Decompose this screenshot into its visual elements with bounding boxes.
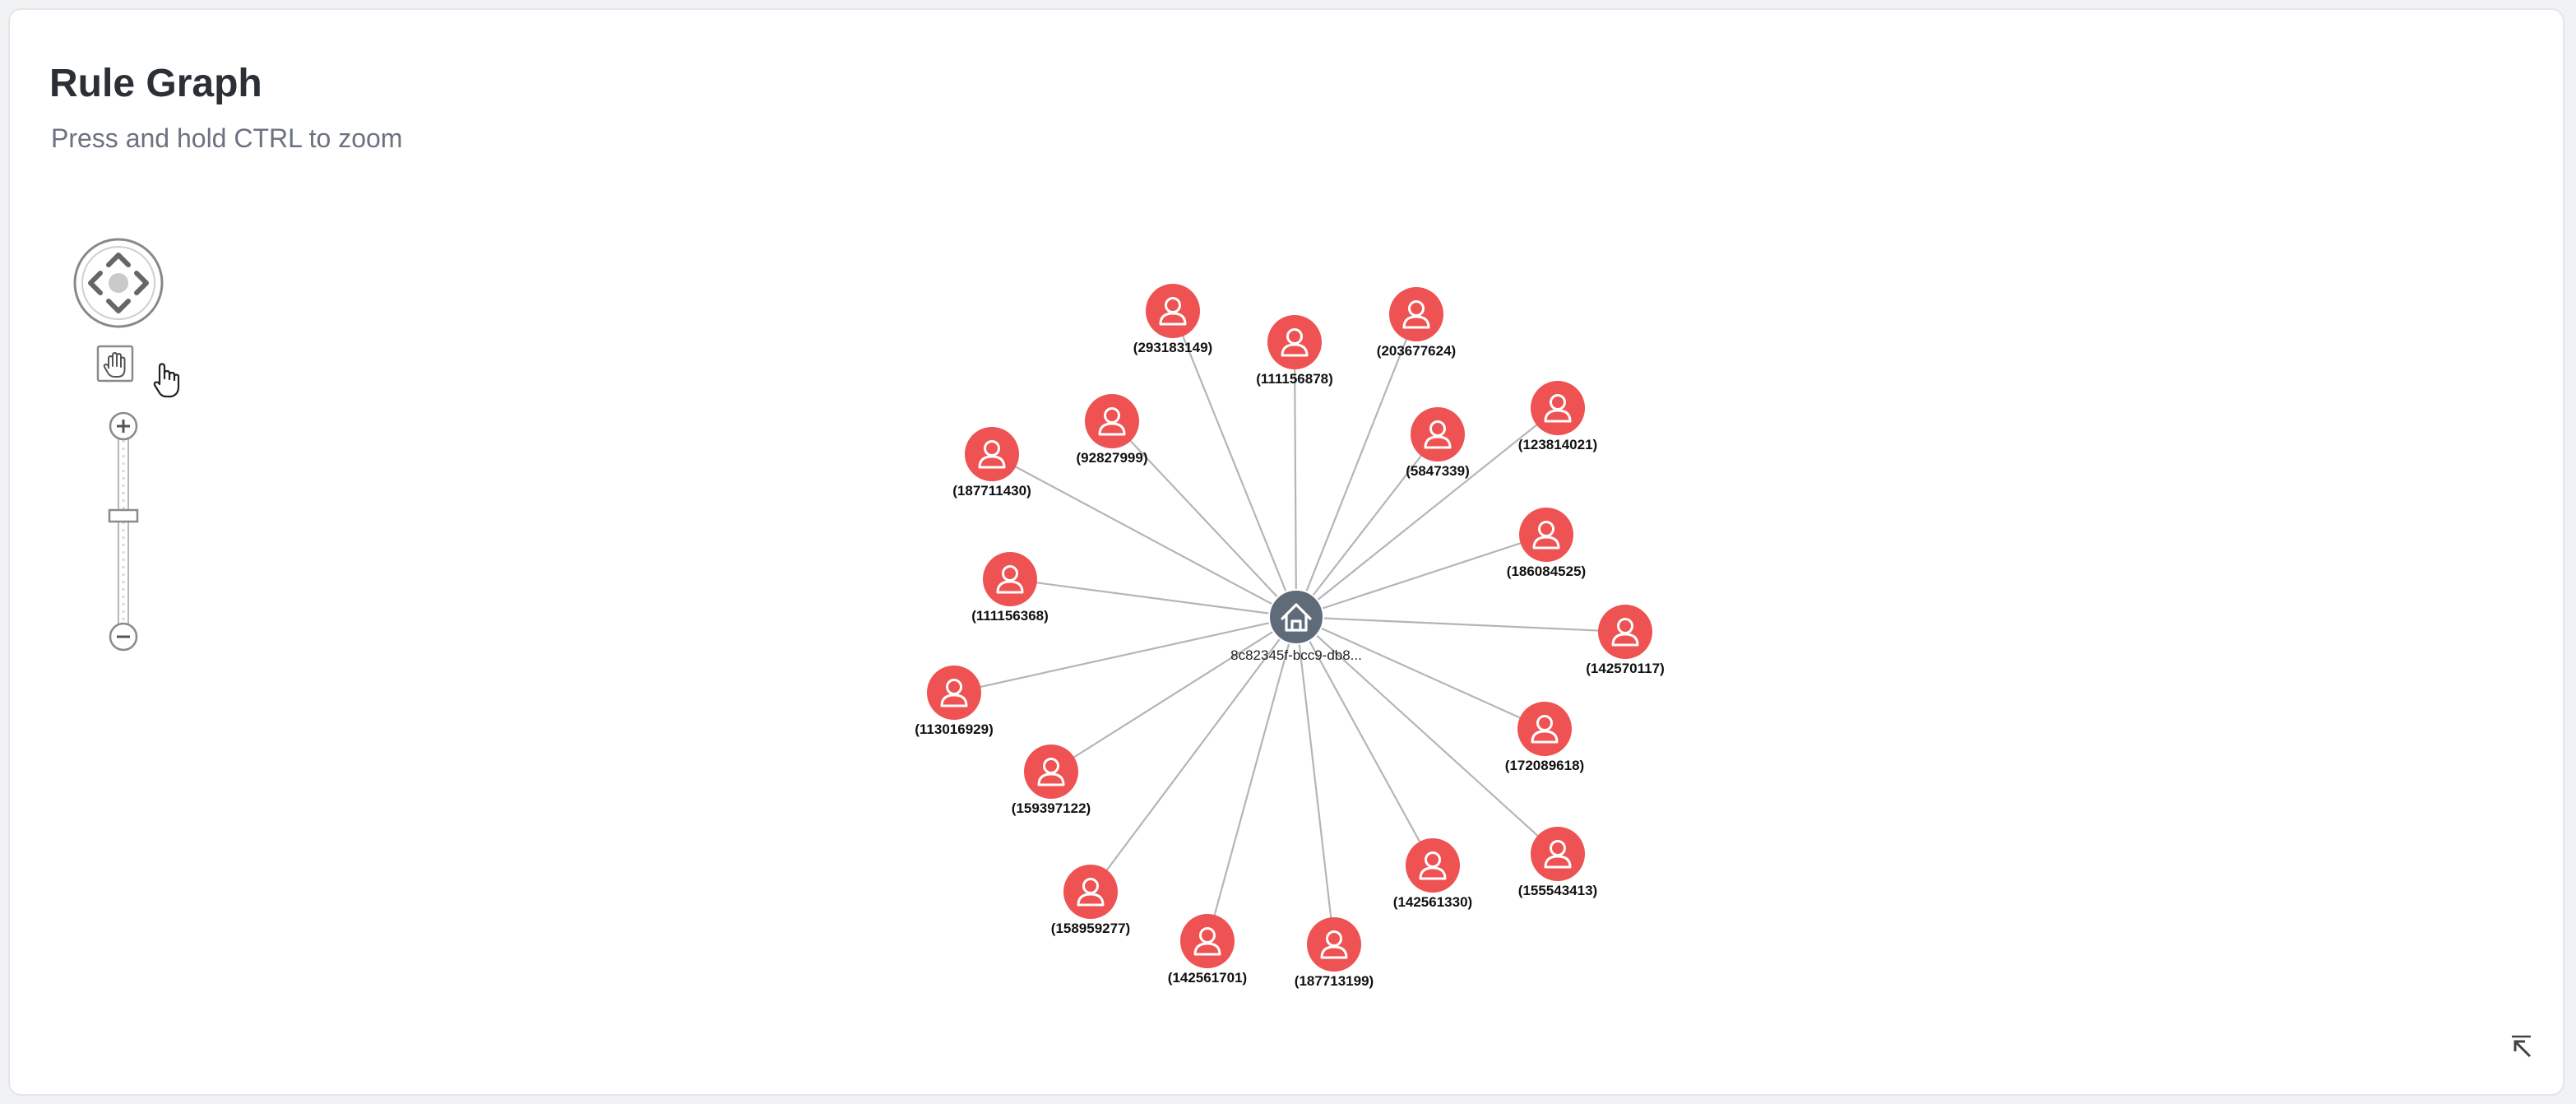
graph-edge xyxy=(1171,310,1298,618)
person-icon xyxy=(940,679,968,707)
graph-node-label: (158959277) xyxy=(1051,921,1130,936)
home-icon xyxy=(1281,603,1312,632)
graph-node[interactable] xyxy=(1085,394,1139,448)
graph-edge xyxy=(1295,313,1418,618)
person-icon xyxy=(1531,715,1559,744)
graph-node[interactable] xyxy=(1063,865,1118,919)
person-icon xyxy=(1611,618,1639,647)
person-icon xyxy=(1424,420,1452,449)
pan-right-arrow-icon[interactable] xyxy=(134,271,149,295)
hand-cursor-icon xyxy=(153,363,180,398)
graph-edge xyxy=(1295,407,1559,618)
rule-graph-card: Rule Graph Press and hold CTRL to zoom xyxy=(8,8,2564,1096)
pan-center-dot[interactable] xyxy=(109,273,128,293)
zoom-in-button[interactable] xyxy=(109,411,138,441)
graph-node[interactable] xyxy=(1598,605,1652,659)
graph-node-label: (155543413) xyxy=(1518,883,1597,898)
graph-edge xyxy=(1090,616,1297,893)
expand-button[interactable] xyxy=(2505,1032,2538,1065)
pan-down-arrow-icon[interactable] xyxy=(106,299,131,313)
graph-node[interactable] xyxy=(983,552,1037,606)
person-icon xyxy=(1193,927,1221,956)
graph-node-label: (142561330) xyxy=(1393,894,1472,910)
person-icon xyxy=(1037,758,1065,786)
graph-node[interactable] xyxy=(1531,827,1585,881)
graph-node-label: (113016929) xyxy=(915,721,993,737)
person-icon xyxy=(1402,300,1430,329)
rule-graph-canvas[interactable]: 8c82345f-bcc9-db8... (293183149) (11115687… xyxy=(10,10,2564,1096)
graph-node-label: (123814021) xyxy=(1518,437,1597,452)
graph-node[interactable] xyxy=(1307,917,1361,972)
graph-edge xyxy=(1293,341,1298,618)
graph-edge xyxy=(1009,578,1297,619)
person-icon xyxy=(1098,407,1126,436)
graph-node[interactable] xyxy=(1406,838,1460,893)
person-icon xyxy=(1419,851,1447,880)
graph-edge xyxy=(1295,434,1439,618)
person-icon xyxy=(1281,328,1309,357)
graph-node[interactable] xyxy=(965,427,1019,481)
graph-node-label: (186084525) xyxy=(1507,564,1586,579)
zoom-slider[interactable] xyxy=(100,408,146,655)
person-icon xyxy=(1544,394,1572,423)
graph-node[interactable] xyxy=(1180,914,1235,968)
page-subtitle: Press and hold CTRL to zoom xyxy=(51,123,403,153)
graph-node[interactable] xyxy=(1519,508,1573,562)
zoom-slider-handle[interactable] xyxy=(108,508,139,523)
graph-node-label: (293183149) xyxy=(1133,340,1212,355)
graph-edge xyxy=(991,453,1297,618)
graph-node[interactable] xyxy=(1389,287,1443,341)
graph-node[interactable] xyxy=(1531,381,1585,435)
graph-edge xyxy=(1050,616,1297,772)
pan-left-arrow-icon[interactable] xyxy=(88,271,103,295)
graph-node-label: (142561701) xyxy=(1168,970,1247,986)
graph-node-label: (111156368) xyxy=(971,608,1049,624)
person-icon xyxy=(978,440,1006,469)
graph-node[interactable] xyxy=(1146,284,1200,338)
graph-node[interactable] xyxy=(1411,407,1465,462)
page-title: Rule Graph xyxy=(49,62,262,105)
person-icon xyxy=(1532,521,1560,550)
person-icon xyxy=(1077,878,1105,907)
pan-control[interactable] xyxy=(71,235,166,331)
graph-edge xyxy=(953,615,1297,694)
graph-node-label: (203677624) xyxy=(1377,343,1456,359)
graph-edge xyxy=(1295,615,1626,633)
graph-edge xyxy=(1295,533,1547,619)
graph-node-label: (159397122) xyxy=(1012,800,1091,816)
graph-node[interactable] xyxy=(1517,702,1572,756)
person-icon xyxy=(1159,297,1187,326)
graph-node-label: (5847339) xyxy=(1406,463,1470,479)
graph-node-label: (111156878) xyxy=(1256,371,1333,387)
graph-node[interactable] xyxy=(1024,745,1078,799)
graph-edge xyxy=(1206,616,1298,942)
graph-node-label: (172089618) xyxy=(1505,758,1584,773)
hand-tool-button[interactable] xyxy=(95,344,138,387)
person-icon xyxy=(1320,930,1348,959)
graph-edge xyxy=(1295,616,1434,866)
graph-edge xyxy=(1295,615,1545,731)
person-icon xyxy=(1544,840,1572,869)
graph-center-node[interactable] xyxy=(1268,589,1324,645)
hand-icon xyxy=(103,352,126,378)
zoom-out-button[interactable] xyxy=(109,622,138,652)
graph-edge xyxy=(1295,616,1559,855)
graph-node[interactable] xyxy=(927,666,981,720)
person-icon xyxy=(996,565,1024,594)
graph-node-label: (187713199) xyxy=(1295,973,1374,989)
graph-node-label: (142570117) xyxy=(1586,661,1664,676)
graph-node-label: (187711430) xyxy=(952,483,1031,499)
graph-edge xyxy=(1295,616,1336,945)
graph-center-label: 8c82345f-bcc9-db8... xyxy=(1230,647,1362,663)
graph-edge xyxy=(1111,420,1297,618)
graph-node-label: (92827999) xyxy=(1077,450,1148,466)
graph-node[interactable] xyxy=(1267,315,1322,369)
pan-up-arrow-icon[interactable] xyxy=(106,253,131,267)
